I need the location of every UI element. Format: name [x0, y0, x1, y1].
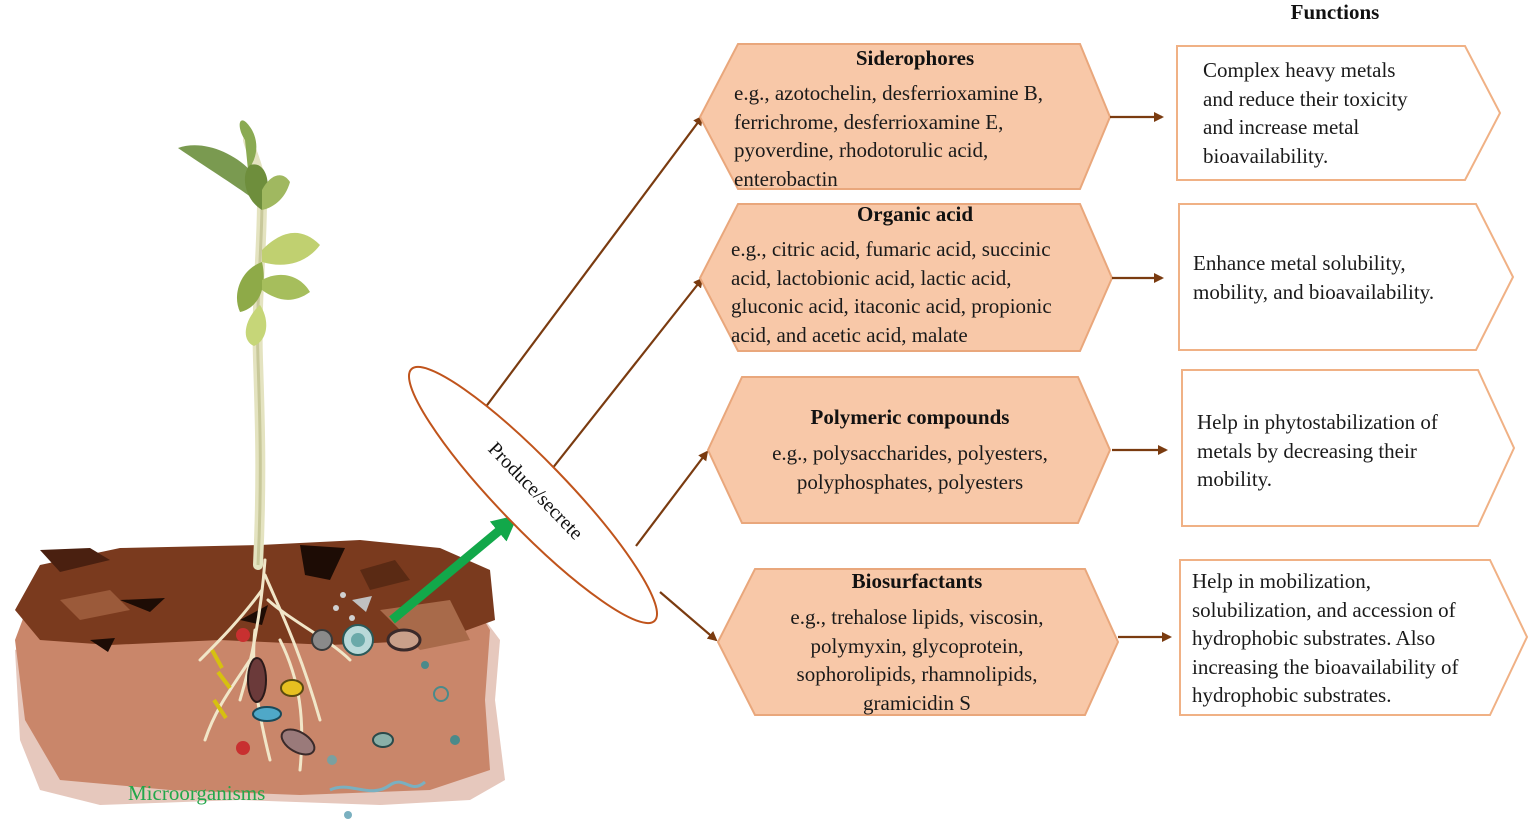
compound-shapes [698, 43, 1120, 716]
compound-title-biosurfactants: Biosurfactants [851, 569, 983, 593]
function-arrows [1110, 112, 1172, 642]
biosurfactants-box [716, 568, 1120, 716]
function-box-3 [1181, 369, 1516, 527]
function-box-1 [1176, 45, 1502, 181]
function-text-2: Enhance metal solubility, mobility, and … [1193, 251, 1435, 304]
connector-arrows [475, 115, 718, 642]
soil-illustration [15, 540, 505, 819]
compound-examples-organic-acid: e.g., citric acid, fumaric acid, succini… [731, 237, 1052, 347]
microbes-cluster [210, 592, 460, 819]
produce-secrete-ellipse [407, 365, 659, 625]
compound-title-siderophores: Siderophores [855, 46, 975, 70]
compound-title-polymeric: Polymeric compounds [810, 405, 1010, 429]
siderophores-box [698, 43, 1112, 190]
green-arrow [389, 514, 519, 624]
function-box-4 [1179, 559, 1529, 716]
compound-examples-biosurfactants: e.g., trehalose lipids, viscosin, polymy… [790, 605, 1044, 715]
microorganisms-label: Microorganisms [128, 781, 266, 805]
function-box-2 [1178, 203, 1515, 351]
compound-examples-siderophores: e.g., azotochelin, desferrioxamine B, fe… [734, 81, 1044, 191]
function-text-3: Help in phytostabilization of metals by … [1197, 410, 1438, 491]
compound-examples-polymeric: e.g., polysaccharides, polyesters, polyp… [772, 441, 1048, 494]
compound-title-organic-acid: Organic acid [856, 202, 974, 226]
function-text-4: Help in mobilization, solubilization, an… [1192, 569, 1459, 707]
polymeric-compounds-box [706, 376, 1112, 524]
function-text-1: Complex heavy metals and reduce their to… [1203, 58, 1408, 168]
plant-illustration [178, 120, 320, 570]
organic-acid-box [698, 203, 1114, 352]
function-shapes [1176, 45, 1529, 716]
functions-heading: Functions [1290, 0, 1380, 24]
